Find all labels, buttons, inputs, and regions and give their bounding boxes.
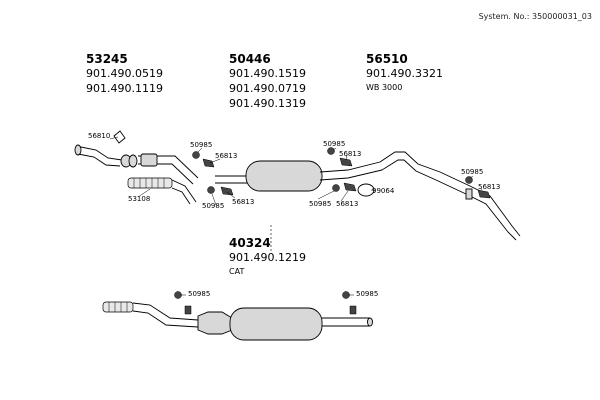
- callout-50985: 50985: [323, 140, 345, 148]
- group-part-number: 901.490.1519: [229, 67, 306, 80]
- group-50446: 50446 901.490.1519 901.490.0719 901.490.…: [229, 52, 306, 111]
- group-part-number: 901.490.3321: [366, 67, 443, 80]
- callout-56813: 56813: [478, 183, 500, 191]
- callout-56813: 56813: [339, 150, 361, 158]
- clamp-icon: [192, 147, 491, 199]
- callout-56813: 56813: [215, 152, 237, 160]
- middle-muffler: [215, 151, 441, 192]
- group-40324: 40324 901.490.1219 CAT: [229, 236, 306, 278]
- intermediate-pipe: [138, 153, 199, 185]
- group-56510: 56510 901.490.3321 WB 3000: [366, 52, 443, 94]
- callout-50985: 50985: [190, 141, 212, 149]
- group-note: WB 3000: [366, 83, 403, 92]
- group-main-number: 53245: [86, 52, 128, 66]
- catalyst-line: [102, 291, 373, 341]
- callout-50985: 50985: [202, 202, 224, 210]
- callout-56813: 56813: [336, 200, 358, 208]
- callout-99064: 99064: [372, 187, 395, 195]
- callout-50985: 50985: [356, 290, 378, 298]
- group-main-number: 56510: [366, 52, 408, 66]
- callout-50985: 50985: [309, 200, 331, 208]
- group-part-number: 901.490.1119: [86, 82, 163, 95]
- flange-icon: [113, 130, 126, 144]
- callout-53108: 53108: [128, 195, 150, 203]
- callout-50985: 50985: [461, 168, 483, 176]
- group-part-number: 901.490.0719: [229, 82, 306, 95]
- group-main-number: 40324: [229, 236, 271, 250]
- group-part-number: 901.490.1319: [229, 97, 306, 110]
- system-number: System. No.: 350000031_03: [478, 12, 592, 21]
- front-pipe-upper: [74, 144, 138, 168]
- group-main-number: 50446: [229, 52, 271, 66]
- front-pipe-lower: [127, 177, 197, 205]
- group-53245: 53245 901.490.0519 901.490.1119: [86, 52, 163, 96]
- callout-50985: 50985: [188, 290, 210, 298]
- rear-pipe: [435, 171, 521, 241]
- group-part-number: 901.490.1219: [229, 251, 306, 264]
- callout-leaders: [109, 136, 483, 296]
- callout-56810: 56810: [88, 132, 110, 140]
- callout-56813: 56813: [232, 198, 254, 206]
- group-part-number: 901.490.0519: [86, 67, 163, 80]
- group-note: CAT: [229, 267, 245, 276]
